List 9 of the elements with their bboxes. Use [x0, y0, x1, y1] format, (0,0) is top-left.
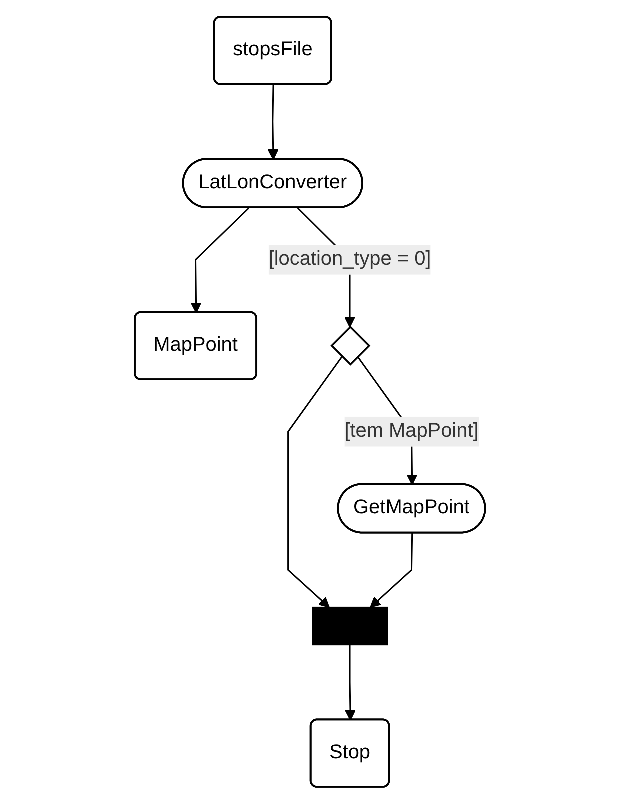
arrow — [344, 644, 356, 720]
edge-label: [location_type = 0] — [268, 248, 432, 270]
node-bar — [312, 606, 388, 646]
edge-label: [tem MapPoint] — [344, 420, 479, 442]
node-diamond — [330, 325, 370, 366]
arrow — [370, 532, 413, 608]
arrow — [268, 84, 279, 160]
arrow — [287, 356, 343, 608]
arrow — [190, 207, 250, 313]
